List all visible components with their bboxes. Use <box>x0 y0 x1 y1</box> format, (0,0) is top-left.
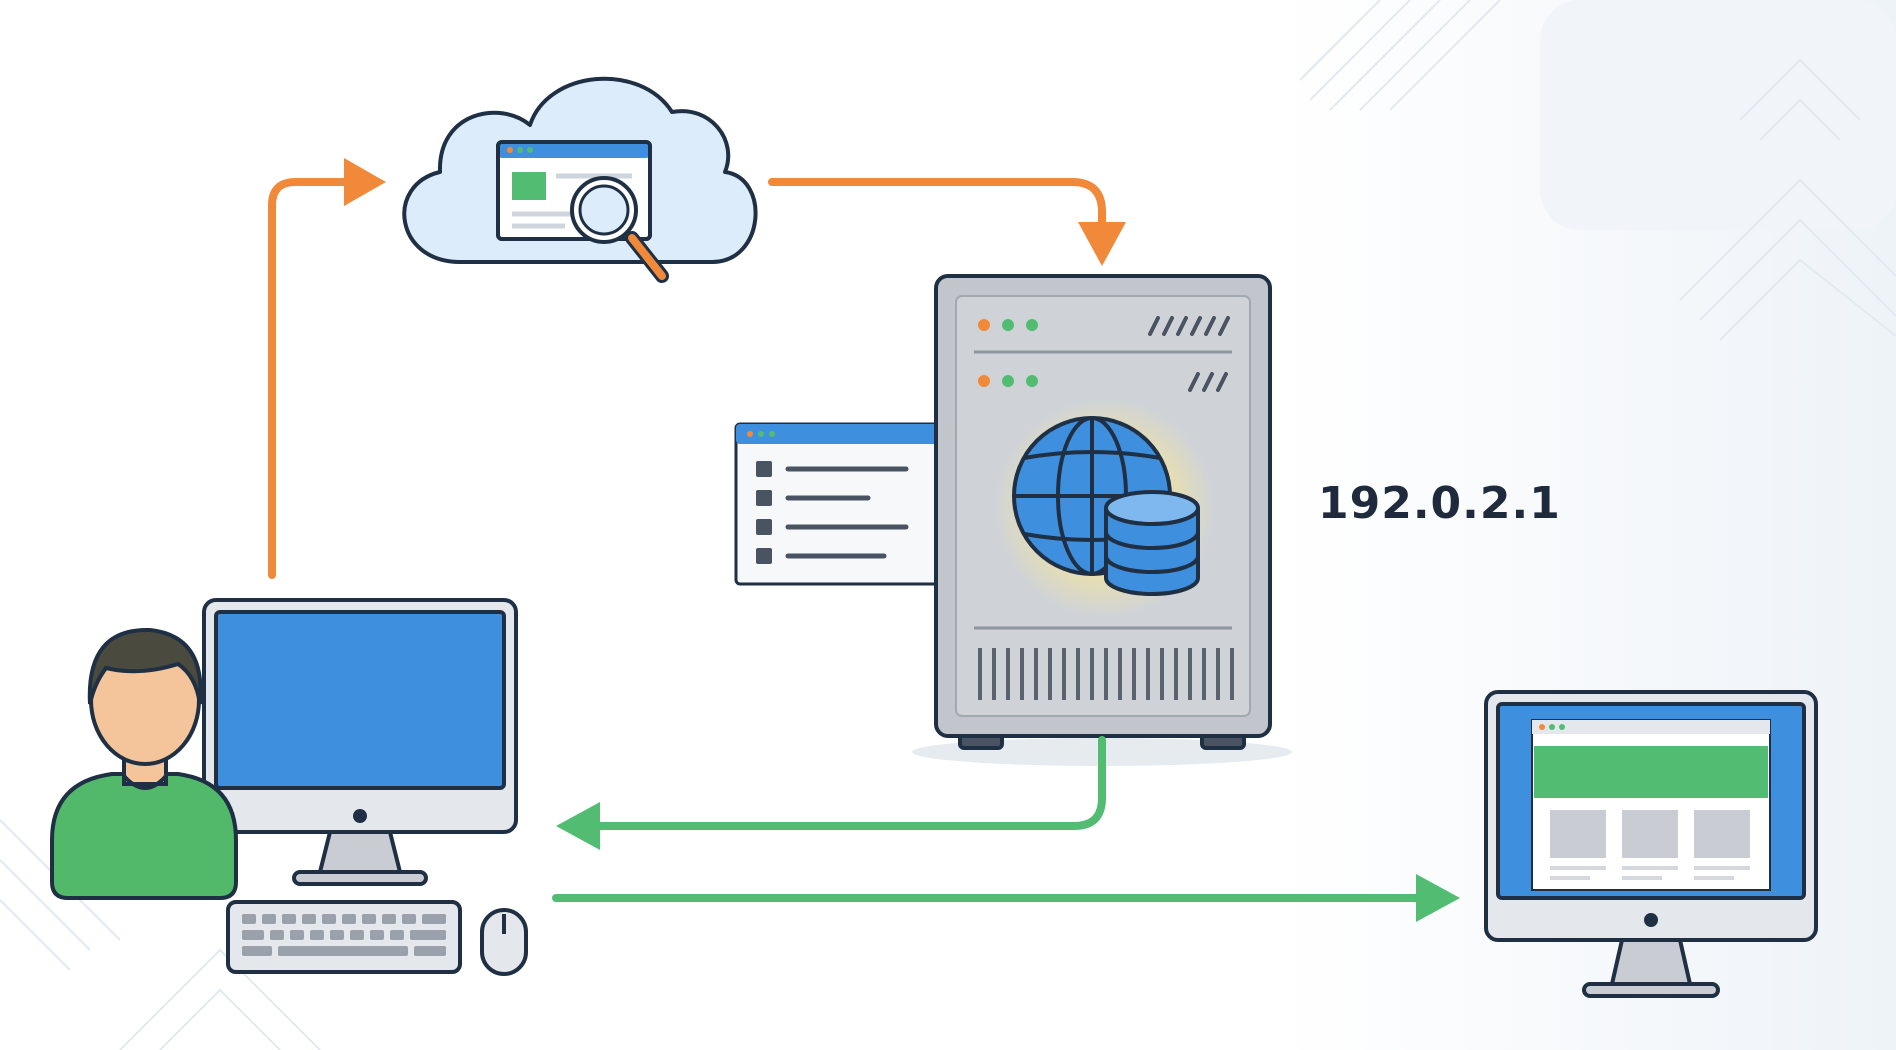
keyboard-icon <box>226 900 462 974</box>
magnifier-icon <box>570 176 669 283</box>
request-arrowhead-cloud <box>344 158 386 206</box>
response-arrowhead-user <box>556 802 600 850</box>
dns-server-icon <box>912 274 1292 766</box>
request-arrows <box>268 158 1126 579</box>
website-monitor-icon <box>1484 690 1818 998</box>
load-arrowhead-website <box>1416 874 1460 922</box>
cloud-search-icon <box>402 76 758 283</box>
response-arrows <box>552 736 1460 922</box>
request-arrowhead-server <box>1078 222 1126 266</box>
mouse-icon <box>480 908 528 976</box>
user-computer-icon <box>202 598 518 886</box>
webpage-icon <box>1531 719 1771 891</box>
request-arrow-to-server <box>768 178 1106 232</box>
server-ip-address-label: 192.0.2.1 <box>1318 478 1561 529</box>
database-icon <box>1104 490 1200 596</box>
response-arrow-to-user <box>596 736 1106 830</box>
user-avatar-icon <box>50 627 238 900</box>
dns-records-window-icon <box>734 422 948 586</box>
request-arrow-to-cloud <box>268 178 356 579</box>
